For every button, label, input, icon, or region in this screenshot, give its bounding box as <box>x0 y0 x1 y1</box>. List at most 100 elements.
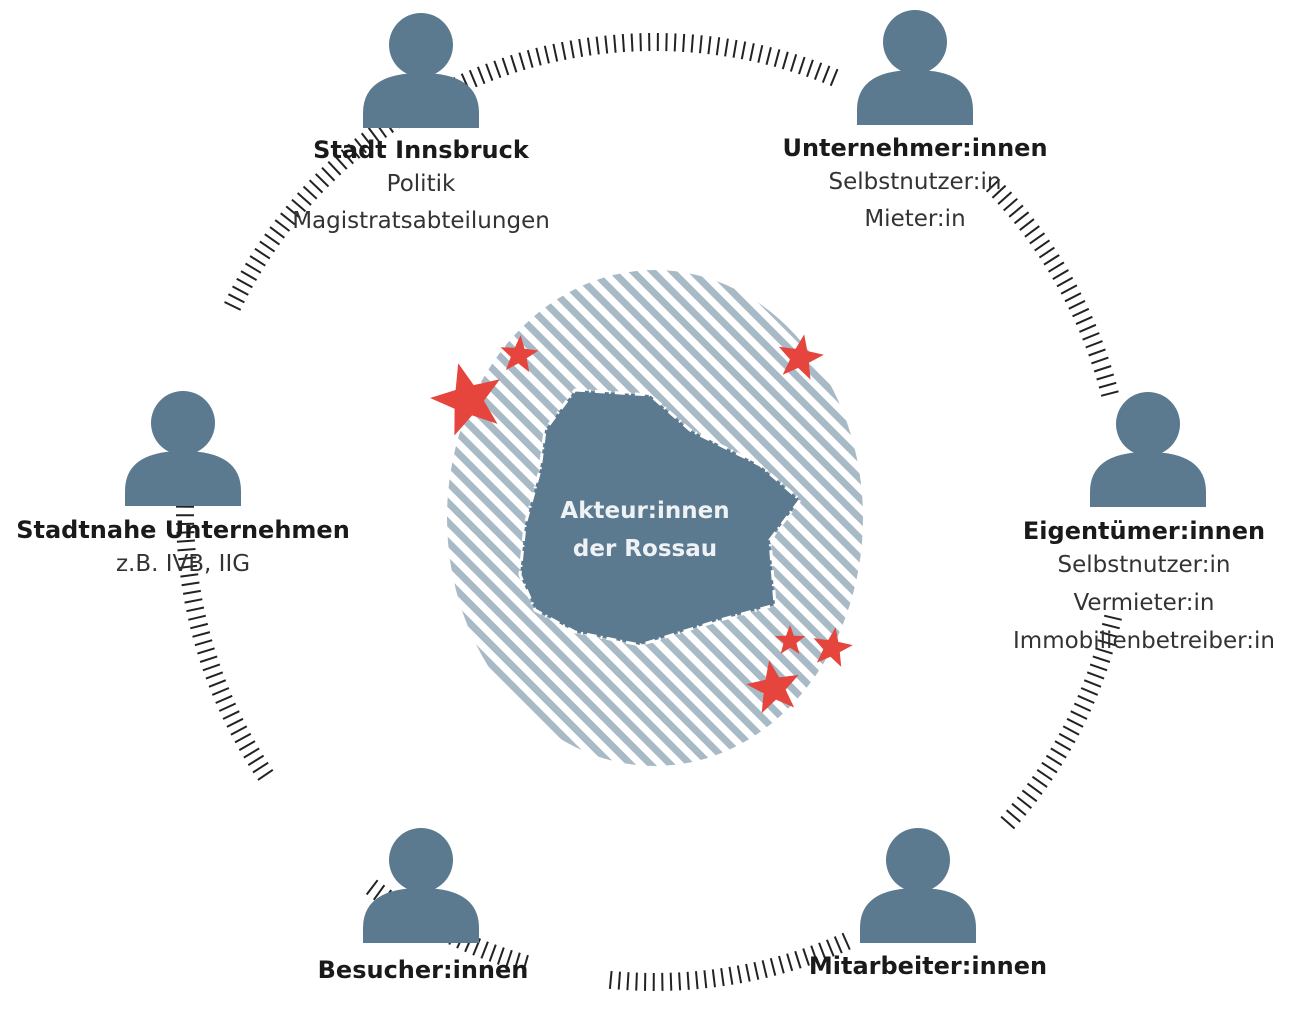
arc-tick <box>249 255 266 267</box>
arc-tick <box>1054 740 1072 751</box>
arc-tick <box>1097 639 1116 647</box>
arc-tick <box>296 192 312 206</box>
arc-tick <box>715 37 721 56</box>
arc-tick <box>1085 340 1103 349</box>
arc-tick <box>1096 373 1115 381</box>
arc-tick <box>1079 323 1097 333</box>
arc-tick <box>1026 782 1043 796</box>
arc-tick <box>1052 269 1069 280</box>
arc-tick <box>513 952 521 971</box>
person-icon <box>857 10 973 125</box>
arc-tick <box>232 285 249 296</box>
actor-title: Besucher:innen <box>317 956 529 984</box>
star-icon <box>774 625 806 654</box>
arc-tick <box>695 971 699 990</box>
arc-tick <box>291 198 307 213</box>
arc-tick <box>367 127 381 143</box>
arc-tick <box>753 961 760 980</box>
arc-tick <box>372 884 386 901</box>
arc-tick <box>264 233 281 246</box>
arc-tick <box>757 44 764 63</box>
arc-tick <box>724 38 729 57</box>
arc-tick <box>222 710 240 720</box>
arc-tick <box>280 212 296 226</box>
arc-tick <box>1043 254 1060 266</box>
arc-tick <box>1095 647 1113 655</box>
center-label-line2: der Rossau <box>572 536 718 562</box>
arc-tick <box>613 34 617 53</box>
arc-tick <box>626 972 630 991</box>
arc-tick <box>334 155 348 170</box>
arc-tick <box>1041 761 1058 774</box>
arc-tick <box>176 531 195 534</box>
arc-tick <box>1029 232 1046 245</box>
arc-tick <box>745 963 751 982</box>
arc-tick <box>230 725 248 736</box>
arc-tick <box>1068 300 1086 310</box>
arc-tick <box>194 639 213 647</box>
person-icon <box>363 13 479 128</box>
arc-tick <box>510 54 518 73</box>
star-icon <box>746 660 799 714</box>
actor-title: Eigentümer:innen <box>1022 517 1266 545</box>
arc-tick <box>1072 307 1090 318</box>
arc-tick <box>177 548 196 552</box>
arc-tick <box>190 622 209 630</box>
actor-title: Mitarbeiter:innen <box>808 952 1048 980</box>
arc-tick <box>1045 754 1063 766</box>
arc-tick <box>1066 717 1084 728</box>
actor-mitarbeiter: Mitarbeiter:innen <box>783 951 1073 981</box>
arc-tick <box>314 173 330 188</box>
arc-tick <box>1103 614 1122 621</box>
arc-tick <box>488 944 497 962</box>
arc-tick <box>736 965 743 984</box>
arc-tick <box>595 36 600 55</box>
arc-tick <box>810 945 819 964</box>
arc-tick <box>749 43 755 62</box>
center-label: Akteur:innen der Rossau <box>545 492 745 568</box>
arc-tick <box>526 49 534 68</box>
arc-tick <box>604 35 609 54</box>
arc-tick <box>468 69 478 88</box>
arc-tick <box>236 277 253 289</box>
arc-tick <box>761 960 768 979</box>
arc-tick <box>244 262 262 274</box>
arc-tick <box>1003 197 1018 212</box>
arc-tick <box>769 957 777 976</box>
center-label-line1: Akteur:innen <box>560 498 730 524</box>
star-icon <box>813 627 853 667</box>
arc-tick <box>302 185 318 200</box>
arc-tick <box>1000 815 1016 830</box>
arc-tick <box>703 970 708 989</box>
arc-tick <box>682 33 686 52</box>
arc-tick <box>1016 796 1033 809</box>
arc-tick <box>269 226 285 239</box>
arc-tick <box>608 970 613 989</box>
arc-tick <box>561 41 567 60</box>
arc-tick <box>1013 211 1030 225</box>
arc-tick <box>1019 218 1035 231</box>
actor-title: Stadt Innsbruck <box>313 136 529 164</box>
arc-tick <box>252 761 269 774</box>
arc-tick <box>254 247 271 260</box>
arc-tick <box>179 564 198 569</box>
arc-tick <box>1070 710 1088 720</box>
arc-tick <box>821 65 831 83</box>
arc-tick <box>1038 246 1055 259</box>
arc-tick <box>215 694 233 704</box>
actor-eigentuemer: Eigentümer:innen Selbstnutzer:in Vermiet… <box>1002 516 1286 660</box>
arc-tick <box>1050 747 1067 759</box>
arc-tick <box>1077 694 1095 704</box>
arc-tick <box>806 59 814 78</box>
arc-tick <box>1056 276 1074 288</box>
arc-tick <box>690 34 694 53</box>
arc-tick <box>578 38 584 57</box>
person-icon <box>363 828 479 943</box>
arc-tick <box>184 598 203 604</box>
arc-tick <box>686 971 690 990</box>
arc-tick <box>181 581 200 587</box>
arc-tick <box>1082 332 1100 341</box>
arc-tick <box>833 936 843 954</box>
arc-tick <box>238 740 256 751</box>
arc-tick <box>501 57 510 76</box>
